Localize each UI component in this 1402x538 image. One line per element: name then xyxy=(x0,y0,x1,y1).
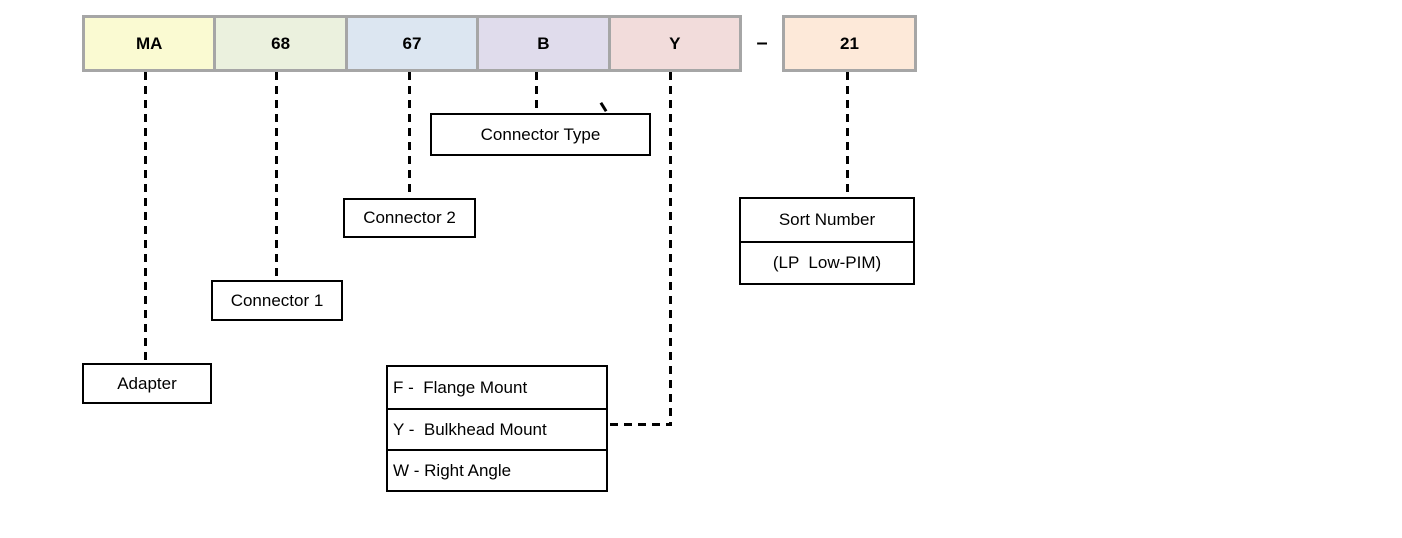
part-number-bar: MA 68 67 B Y xyxy=(82,15,742,72)
mount-option-flange: F - Flange Mount xyxy=(393,377,528,397)
adapter-label: Adapter xyxy=(82,363,212,404)
leader-line-mount-horizontal xyxy=(610,423,672,426)
mount-option-right-angle: W - Right Angle xyxy=(388,449,606,490)
connector-type-label: Connector Type xyxy=(430,113,651,156)
segment-mount-code: Y xyxy=(607,18,740,69)
connector-1-label: Connector 1 xyxy=(211,280,343,321)
mount-option-bulkhead: Y - Bulkhead Mount xyxy=(388,408,606,449)
segment-adapter-code: MA xyxy=(85,18,214,69)
connector-2-label: Connector 2 xyxy=(343,198,476,238)
segment-connector1-code: 68 xyxy=(213,18,345,69)
sort-number-note: (LP Low-PIM) xyxy=(741,241,913,283)
segment-connector2-code: 67 xyxy=(344,18,477,69)
leader-line-connector-type xyxy=(535,72,538,114)
segment-sort-number-code: 21 xyxy=(782,15,917,72)
sort-number-box: Sort Number (LP Low-PIM) xyxy=(739,197,915,285)
part-number-separator: – xyxy=(756,32,768,54)
leader-line-connector1 xyxy=(275,72,278,281)
tick-mark xyxy=(599,101,608,113)
leader-line-sort-number xyxy=(846,72,849,197)
leader-line-adapter xyxy=(144,72,147,364)
mount-options-box: F - Flange Mount Y - Bulkhead Mount W - … xyxy=(386,365,608,492)
leader-line-connector2 xyxy=(408,72,411,199)
sort-number-label: Sort Number xyxy=(778,210,876,229)
segment-connector-type-code: B xyxy=(476,18,608,69)
leader-line-mount-vertical xyxy=(669,72,672,426)
